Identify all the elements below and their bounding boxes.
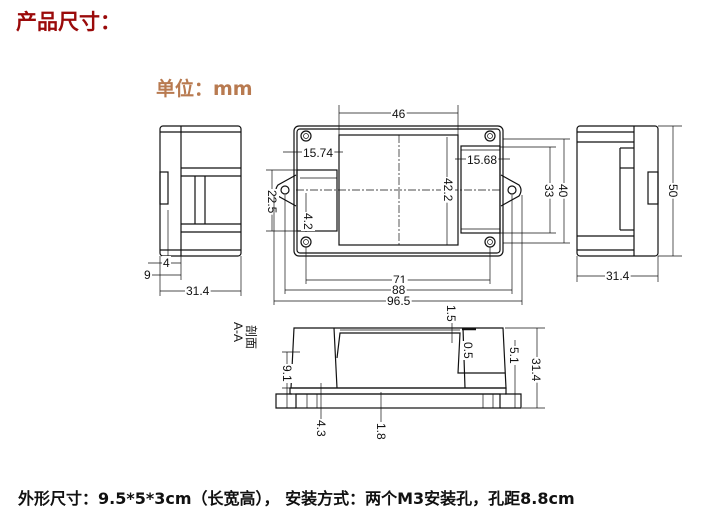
dim-40: 40 [556,184,570,198]
label-backdrop [529,357,543,383]
dim-section-31-4: 31.4 [529,358,543,382]
dim-5-1: 5.1 [507,347,521,364]
page-title: 产品尺寸： [16,10,121,34]
section-view: 剖面 A-A 1.5 0.5 5.1 31.4 9.1 4.3 1.8 [231,304,545,442]
label-backdrop [542,183,556,199]
dim-50: 50 [666,184,680,198]
dim-46: 46 [392,107,406,121]
label-backdrop [666,183,680,199]
section-label: 剖面 [244,325,258,349]
label-backdrop [280,364,294,384]
label-backdrop [185,284,211,298]
label-backdrop [244,324,258,351]
label-backdrop [466,153,499,167]
dim-0-5: 0.5 [461,342,475,359]
dim-33: 33 [542,184,556,198]
dim-9-1: 9.1 [280,365,294,382]
dim-96-5: 96.5 [387,294,411,308]
label-backdrop [461,341,475,361]
label-backdrop [386,294,412,308]
label-backdrop [143,268,152,282]
spec-description: 外形尺寸：9.5*5*3cm（长宽高）， 安装方式：两个M3安装孔，孔距8.8c… [18,489,575,508]
label-backdrop [391,107,407,121]
dim-1-8: 1.8 [374,423,388,440]
dim-9: 9 [144,268,151,282]
label-backdrop [231,321,245,344]
dim-15-68: 15.68 [467,153,497,167]
label-backdrop [302,146,335,160]
dim-42-2: 42.2 [441,178,455,202]
label-backdrop [391,283,407,297]
unit-label: 单位：mm [156,78,253,100]
label-backdrop [265,189,279,215]
left-side-view: 4 9 31.4 [143,125,242,298]
dim-4-3: 4.3 [314,420,328,437]
label-backdrop [556,183,570,199]
dim-4: 4 [163,256,170,270]
front-view: 46 15.74 15.68 42.2 22.5 4.2 33 40 71 [265,105,570,308]
dim-4-2: 4.2 [301,213,315,230]
label-backdrop [301,212,315,232]
label-backdrop [507,346,521,366]
section-label-aa: A-A [231,322,245,342]
label-backdrop [444,304,458,324]
dim-88: 88 [392,283,406,297]
label-backdrop [314,419,328,439]
dim-22-5: 22.5 [265,190,279,214]
dim-15-74: 15.74 [303,146,333,160]
dim-left-width: 31.4 [186,284,210,298]
label-backdrop [441,177,455,203]
label-backdrop [605,269,631,283]
right-side-view: 50 31.4 [576,125,682,283]
label-backdrop [162,256,171,270]
dim-right-width: 31.4 [606,269,630,283]
dim-1-5: 1.5 [444,305,458,322]
label-backdrop [374,422,388,442]
